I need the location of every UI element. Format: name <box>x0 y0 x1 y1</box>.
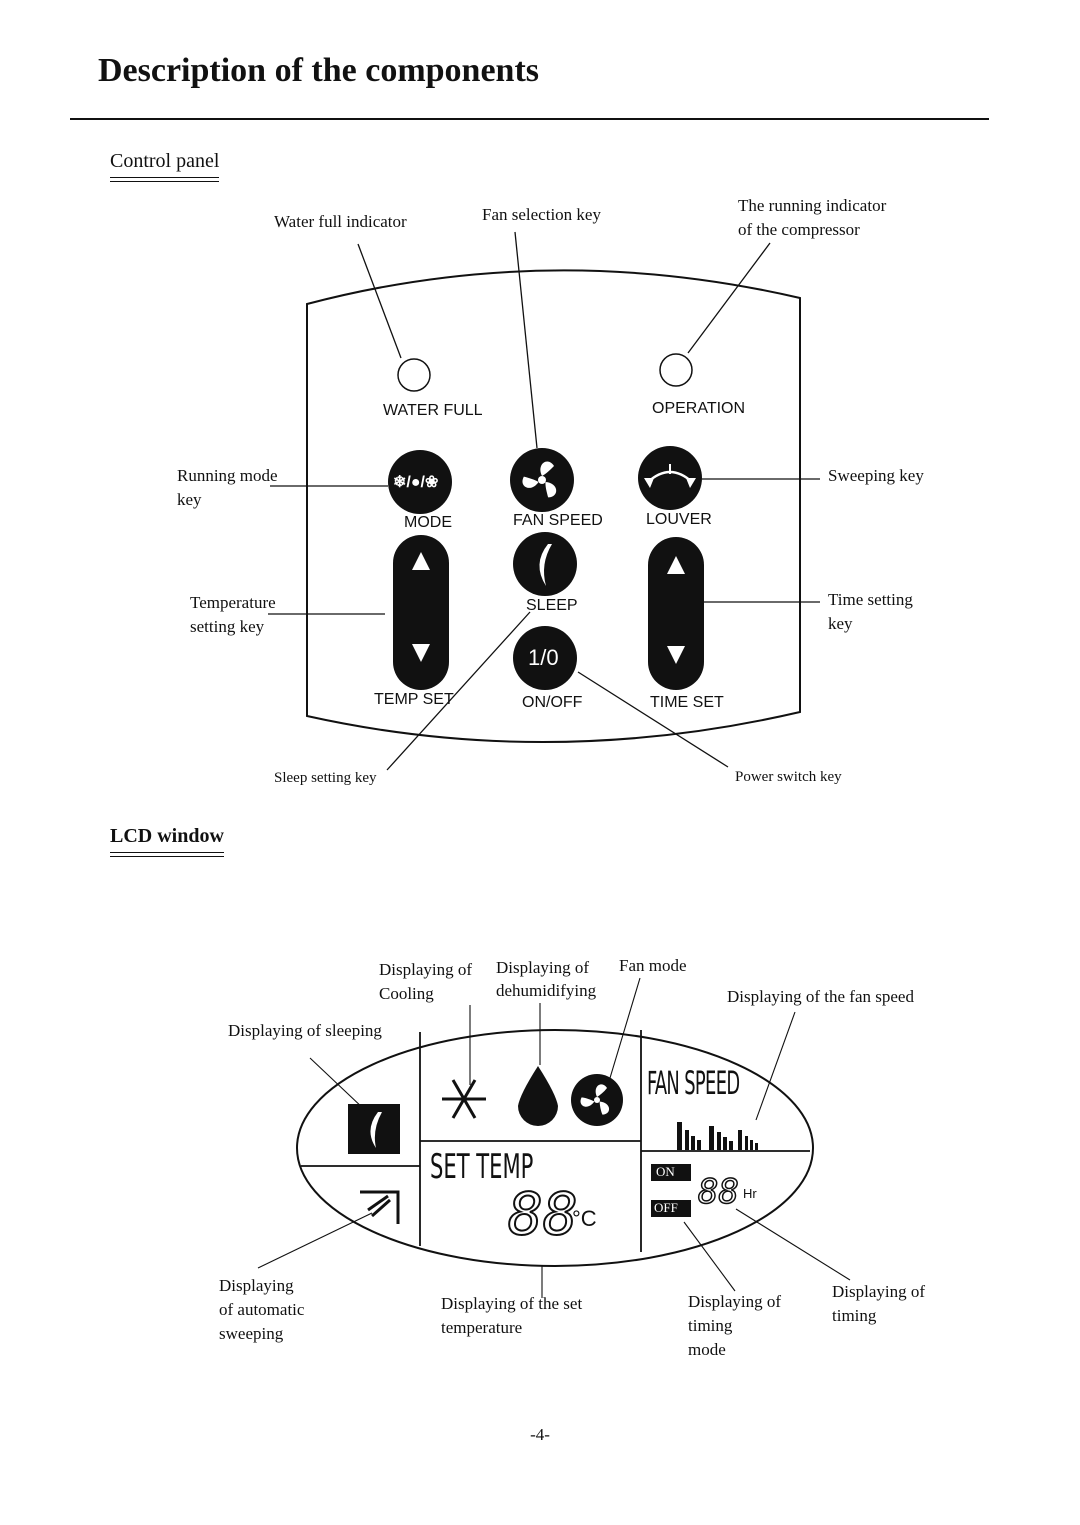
callout-fan-speed: Displaying of the fan speed <box>727 987 914 1006</box>
callout-auto-sweep-3: sweeping <box>219 1324 284 1343</box>
callout-set-temp-1: Displaying of the set <box>441 1294 583 1313</box>
callout-fan-selection-key: Fan selection key <box>482 205 601 224</box>
page-number: -4- <box>530 1425 550 1444</box>
lcd-fan-speed-text: FAN SPEED <box>647 1064 740 1102</box>
callout-sweeping-key: Sweeping key <box>828 466 924 485</box>
callout-timing-mode-2: timing <box>688 1316 733 1335</box>
label-water-full: WATER FULL <box>383 402 483 419</box>
label-sleep: SLEEP <box>526 597 578 614</box>
title-rule <box>70 118 989 120</box>
callout-sleeping: Displaying of sleeping <box>228 1021 382 1040</box>
lcd-outline <box>296 1029 814 1267</box>
callout-running-indicator-2: of the compressor <box>738 220 860 239</box>
section-control-panel: Control panel <box>110 150 220 182</box>
callout-cooling-2: Cooling <box>379 984 434 1003</box>
lcd-dehumidify-icon <box>518 1066 558 1126</box>
callout-temperature-1: Temperature <box>190 593 276 612</box>
temp-down-icon <box>412 644 430 662</box>
lcd-cooling-icon <box>442 1079 486 1119</box>
temp-set-rocker <box>393 535 449 690</box>
callout-timing-1: Displaying of <box>832 1282 926 1301</box>
callout-running-mode-2: key <box>177 490 202 509</box>
lcd-auto-sweep-icon <box>360 1190 400 1224</box>
callout-timing-mode-3: mode <box>688 1340 726 1359</box>
lcd-temp-digits: 88 <box>507 1179 579 1249</box>
callout-auto-sweep-1: Displaying <box>219 1276 294 1295</box>
on-off-button <box>513 626 577 690</box>
fan-icon <box>522 461 557 498</box>
lcd-set-temp-text: SET TEMP <box>430 1147 534 1187</box>
lcd-hr-text: Hr <box>743 1186 757 1201</box>
time-set-rocker <box>648 537 704 690</box>
callout-time-setting-1: Time setting <box>828 590 913 609</box>
lcd-off-text: OFF <box>654 1200 678 1215</box>
callout-dehumid-2: dehumidifying <box>496 981 597 1000</box>
callout-dehumid-1: Displaying of <box>496 958 590 977</box>
control-panel-outline <box>306 269 801 744</box>
callout-running-indicator-1: The running indicator <box>738 196 887 215</box>
page-title: Description of the components <box>98 52 540 89</box>
callout-cooling-1: Displaying of <box>379 960 473 979</box>
time-up-icon <box>667 556 685 574</box>
lcd-off-badge <box>651 1200 691 1217</box>
callout-timing-mode-1: Displaying of <box>688 1292 782 1311</box>
label-operation: OPERATION <box>652 400 746 417</box>
label-temp-set: TEMP SET <box>374 691 454 708</box>
callout-fan-mode: Fan mode <box>619 956 687 975</box>
water-full-led <box>397 358 431 392</box>
moon-icon <box>539 544 552 586</box>
time-down-icon <box>667 646 685 664</box>
section-lcd-window: LCD window <box>110 825 224 857</box>
label-on-off: ON/OFF <box>522 694 583 711</box>
mode-button <box>388 450 452 514</box>
lcd-timer-digits: 88 <box>697 1171 739 1213</box>
label-louver: LOUVER <box>646 511 712 528</box>
callout-sleep-setting-key: Sleep setting key <box>274 770 377 786</box>
callout-running-mode-1: Running mode <box>177 466 278 485</box>
callout-power-switch-key: Power switch key <box>735 769 842 785</box>
lcd-on-badge <box>651 1164 691 1181</box>
callout-set-temp-2: temperature <box>441 1318 523 1337</box>
lcd-celsius-unit: °C <box>572 1206 597 1231</box>
operation-led <box>659 353 693 387</box>
power-symbol[interactable]: 1/0 <box>528 645 559 670</box>
label-time-set: TIME SET <box>650 694 724 711</box>
lcd-fan-speed-bars <box>677 1122 758 1150</box>
callout-water-full-indicator: Water full indicator <box>274 212 407 231</box>
callout-auto-sweep-2: of automatic <box>219 1300 305 1319</box>
lcd-on-text: ON <box>656 1164 675 1179</box>
callout-temperature-2: setting key <box>190 617 265 636</box>
callout-timing-2: timing <box>832 1306 877 1325</box>
label-fan-speed: FAN SPEED <box>513 512 603 529</box>
callout-time-setting-2: key <box>828 614 853 633</box>
label-mode: MODE <box>404 514 452 531</box>
sleep-button <box>513 532 577 596</box>
temp-up-icon <box>412 552 430 570</box>
mode-icons[interactable]: ❄/●/❀ <box>393 474 439 491</box>
louver-button <box>638 446 702 510</box>
